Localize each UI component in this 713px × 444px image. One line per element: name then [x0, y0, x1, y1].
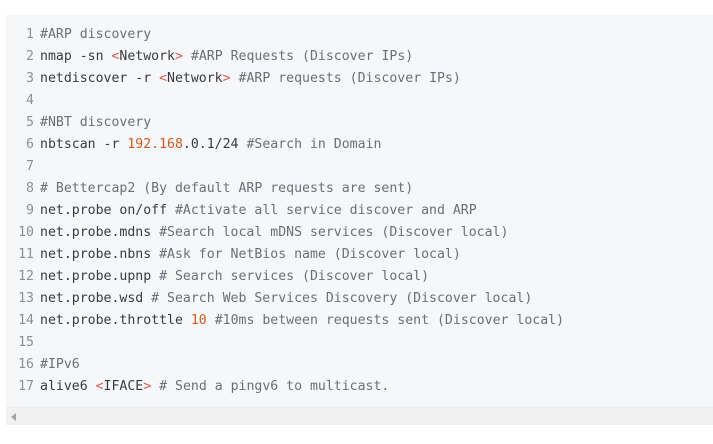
line-content: net.probe.wsd # Search Web Services Disc…	[40, 288, 532, 310]
line-content: #NBT discovery	[40, 112, 151, 134]
code-token: <	[159, 71, 168, 86]
code-token: nbtscan -r	[40, 137, 128, 152]
code-token: net.probe.wsd	[40, 291, 144, 306]
code-line: 8 # Bettercap2 (By default ARP requests a…	[6, 178, 564, 200]
line-number: 10	[18, 225, 34, 240]
code-token: #Search in Domain	[238, 137, 382, 152]
line-number: 11	[18, 247, 34, 262]
line-content: # Bettercap2 (By default ARP requests ar…	[40, 178, 413, 200]
code-line: 6 nbtscan -r 192.168.0.1/24 #Search in Do…	[6, 134, 564, 156]
code-token: net.probe on/off	[40, 203, 168, 218]
code-token: IFACE	[103, 379, 144, 394]
code-token: Network	[167, 71, 223, 86]
code-line: 14 net.probe.throttle 10 #10ms between re…	[6, 310, 564, 332]
line-number: 15	[18, 335, 34, 350]
line-number: 17	[18, 379, 34, 394]
line-content: nbtscan -r 192.168.0.1/24 #Search in Dom…	[40, 134, 381, 156]
code-line: 15	[6, 332, 564, 354]
code-token: #Activate all service discover and ARP	[167, 203, 477, 218]
code-token: alive6	[40, 379, 96, 394]
line-number: 1	[26, 27, 34, 42]
code-line: 9 net.probe on/off #Activate all service …	[6, 200, 564, 222]
line-number: 13	[18, 291, 34, 306]
line-content: net.probe.nbns #Ask for NetBios name (Di…	[40, 244, 461, 266]
line-number: 5	[26, 115, 34, 130]
code-token: #ARP Requests (Discover IPs)	[182, 49, 414, 64]
code-token: #Search local mDNS services (Discover lo…	[151, 225, 509, 240]
code-token: <	[111, 49, 120, 64]
line-content: nmap -sn <Network> #ARP Requests (Discov…	[40, 46, 413, 68]
code-line: 7	[6, 156, 564, 178]
line-content: netdiscover -r <Network> #ARP requests (…	[40, 68, 461, 90]
code-token: nmap -sn	[40, 49, 112, 64]
scroll-left-arrow-icon[interactable]	[11, 413, 16, 421]
code-token: #ARP discovery	[40, 27, 152, 42]
line-content: alive6 <IFACE> # Send a pingv6 to multic…	[40, 376, 389, 398]
code-line: 4	[6, 90, 564, 112]
code-token: 10	[190, 313, 207, 328]
horizontal-scrollbar[interactable]	[6, 407, 713, 425]
code-token: #ARP requests (Discover IPs)	[230, 71, 461, 86]
code-line: 17 alive6 <IFACE> # Send a pingv6 to mult…	[6, 376, 564, 398]
code-token: >	[175, 49, 183, 64]
code-line: 10 net.probe.mdns #Search local mDNS serv…	[6, 222, 564, 244]
code-line: 5 #NBT discovery	[6, 112, 564, 134]
line-content: #ARP discovery	[40, 24, 151, 46]
line-number: 9	[26, 203, 34, 218]
code-token: # Send a pingv6 to multicast.	[151, 379, 390, 394]
code-token: # Bettercap2 (By default ARP requests ar…	[40, 181, 414, 196]
code-token: # Search services (Discover local)	[151, 269, 430, 284]
code-line: 1 #ARP discovery	[6, 24, 564, 46]
code-token: #10ms between requests sent (Discover lo…	[206, 313, 565, 328]
line-content: net.probe.mdns #Search local mDNS servic…	[40, 222, 508, 244]
line-number: 2	[26, 49, 34, 64]
line-number: 6	[26, 137, 34, 152]
code-line: 13 net.probe.wsd # Search Web Services Di…	[6, 288, 564, 310]
code-token: .0.1/24	[182, 137, 239, 152]
line-content: #IPv6	[40, 354, 80, 376]
code-token: #NBT discovery	[40, 115, 152, 130]
line-number: 7	[26, 159, 34, 174]
code-token: #IPv6	[40, 357, 80, 372]
line-number: 16	[18, 357, 34, 372]
line-content: net.probe.upnp # Search services (Discov…	[40, 266, 429, 288]
code-token: net.probe.mdns	[40, 225, 152, 240]
code-line: 3 netdiscover -r <Network> #ARP requests …	[6, 68, 564, 90]
code-token: #Ask for NetBios name (Discover local)	[151, 247, 461, 262]
line-number: 8	[26, 181, 34, 196]
line-number: 14	[18, 313, 34, 328]
code-line: 2 nmap -sn <Network> #ARP Requests (Disco…	[6, 46, 564, 68]
code-line: 11 net.probe.nbns #Ask for NetBios name (…	[6, 244, 564, 266]
code-line: 12 net.probe.upnp # Search services (Disc…	[6, 266, 564, 288]
line-content: net.probe on/off #Activate all service d…	[40, 200, 477, 222]
line-content: net.probe.throttle 10 #10ms between requ…	[40, 310, 564, 332]
line-number: 12	[18, 269, 34, 284]
line-number: 4	[26, 93, 34, 108]
code-token: net.probe.upnp	[40, 269, 152, 284]
code-token: net.probe.throttle	[40, 313, 191, 328]
code-token: 192.168	[127, 137, 183, 152]
code-token: Network	[119, 49, 175, 64]
code-token: netdiscover -r	[40, 71, 160, 86]
code-token: net.probe.nbns	[40, 247, 152, 262]
code-line: 16 #IPv6	[6, 354, 564, 376]
line-number: 3	[26, 71, 34, 86]
code-token: <	[95, 379, 104, 394]
code-token: >	[143, 379, 152, 394]
code-token: >	[222, 71, 231, 86]
code-token: # Search Web Services Discovery (Discove…	[143, 291, 533, 306]
